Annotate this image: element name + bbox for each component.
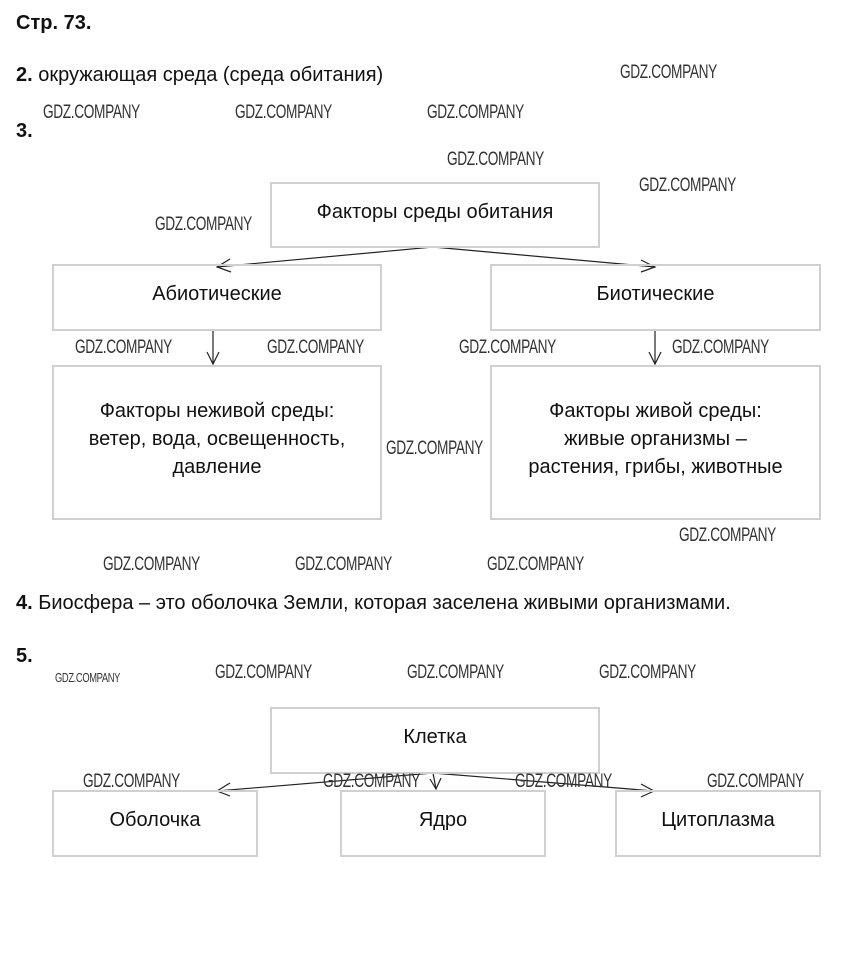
watermark: GDZ.COMPANY <box>679 525 776 546</box>
detail-line: живые организмы – <box>564 428 747 450</box>
watermark: GDZ.COMPANY <box>386 438 483 459</box>
watermark: GDZ.COMPANY <box>267 337 364 358</box>
watermark: GDZ.COMPANY <box>83 771 180 792</box>
arrow-nucleus <box>432 772 437 790</box>
answer-2: 2. окружающая среда (среда обитания) <box>16 64 383 87</box>
watermark: GDZ.COMPANY <box>155 214 252 235</box>
watermark: GDZ.COMPANY <box>43 102 140 123</box>
box-habitat-factors: Факторы среды обитания <box>270 182 600 248</box>
arrow-cytoplasm <box>432 772 655 792</box>
watermark: GDZ.COMPANY <box>323 771 420 792</box>
watermark: GDZ.COMPANY <box>620 62 717 83</box>
box-cytoplasm: Цитоплазма <box>615 790 821 857</box>
detail-line: растения, грибы, животные <box>528 456 783 478</box>
watermark: GDZ.COMPANY <box>599 662 696 683</box>
box-nucleus: Ядро <box>340 790 546 857</box>
watermark: GDZ.COMPANY <box>407 662 504 683</box>
detail-line: давление <box>172 456 262 478</box>
answer-text: окружающая среда (среда обитания) <box>38 64 384 86</box>
watermark: GDZ.COMPANY <box>103 554 200 575</box>
box-living-factors: Факторы живой среды: живые организмы – р… <box>490 365 821 520</box>
arrow-biotic <box>432 246 656 268</box>
answer-text: Биосфера – это оболочка Земли, которая з… <box>38 592 731 614</box>
watermark: GDZ.COMPANY <box>427 102 524 123</box>
watermark: GDZ.COMPANY <box>639 175 736 196</box>
box-biotic: Биотические <box>490 264 821 331</box>
answer-3-number: 3. <box>16 120 33 142</box>
watermark: GDZ.COMPANY <box>75 337 172 358</box>
box-cell: Клетка <box>270 707 600 774</box>
watermark: GDZ.COMPANY <box>447 149 544 170</box>
watermark: GDZ.COMPANY <box>55 670 121 685</box>
arrow-abiotic <box>216 246 434 268</box>
watermark: GDZ.COMPANY <box>459 337 556 358</box>
watermark: GDZ.COMPANY <box>707 771 804 792</box>
box-nonliving-factors: Факторы неживой среды: ветер, вода, осве… <box>52 365 382 520</box>
answer-4: 4. Биосфера – это оболочка Земли, котора… <box>16 592 731 615</box>
watermark: GDZ.COMPANY <box>235 102 332 123</box>
answer-number: 4. <box>16 592 33 614</box>
arrow-membrane <box>216 772 434 792</box>
watermark: GDZ.COMPANY <box>487 554 584 575</box>
detail-line: Факторы живой среды: <box>549 400 762 422</box>
detail-line: Факторы неживой среды: <box>99 400 335 422</box>
watermark: GDZ.COMPANY <box>515 771 612 792</box>
answer-number: 2. <box>16 64 33 86</box>
answer-5-number: 5. <box>16 645 33 667</box>
detail-line: ветер, вода, освещенность, <box>88 428 346 450</box>
box-membrane: Оболочка <box>52 790 258 857</box>
watermark: GDZ.COMPANY <box>295 554 392 575</box>
page-title: Стр. 73. <box>16 12 92 34</box>
watermark: GDZ.COMPANY <box>215 662 312 683</box>
watermark: GDZ.COMPANY <box>672 337 769 358</box>
box-abiotic: Абиотические <box>52 264 382 331</box>
